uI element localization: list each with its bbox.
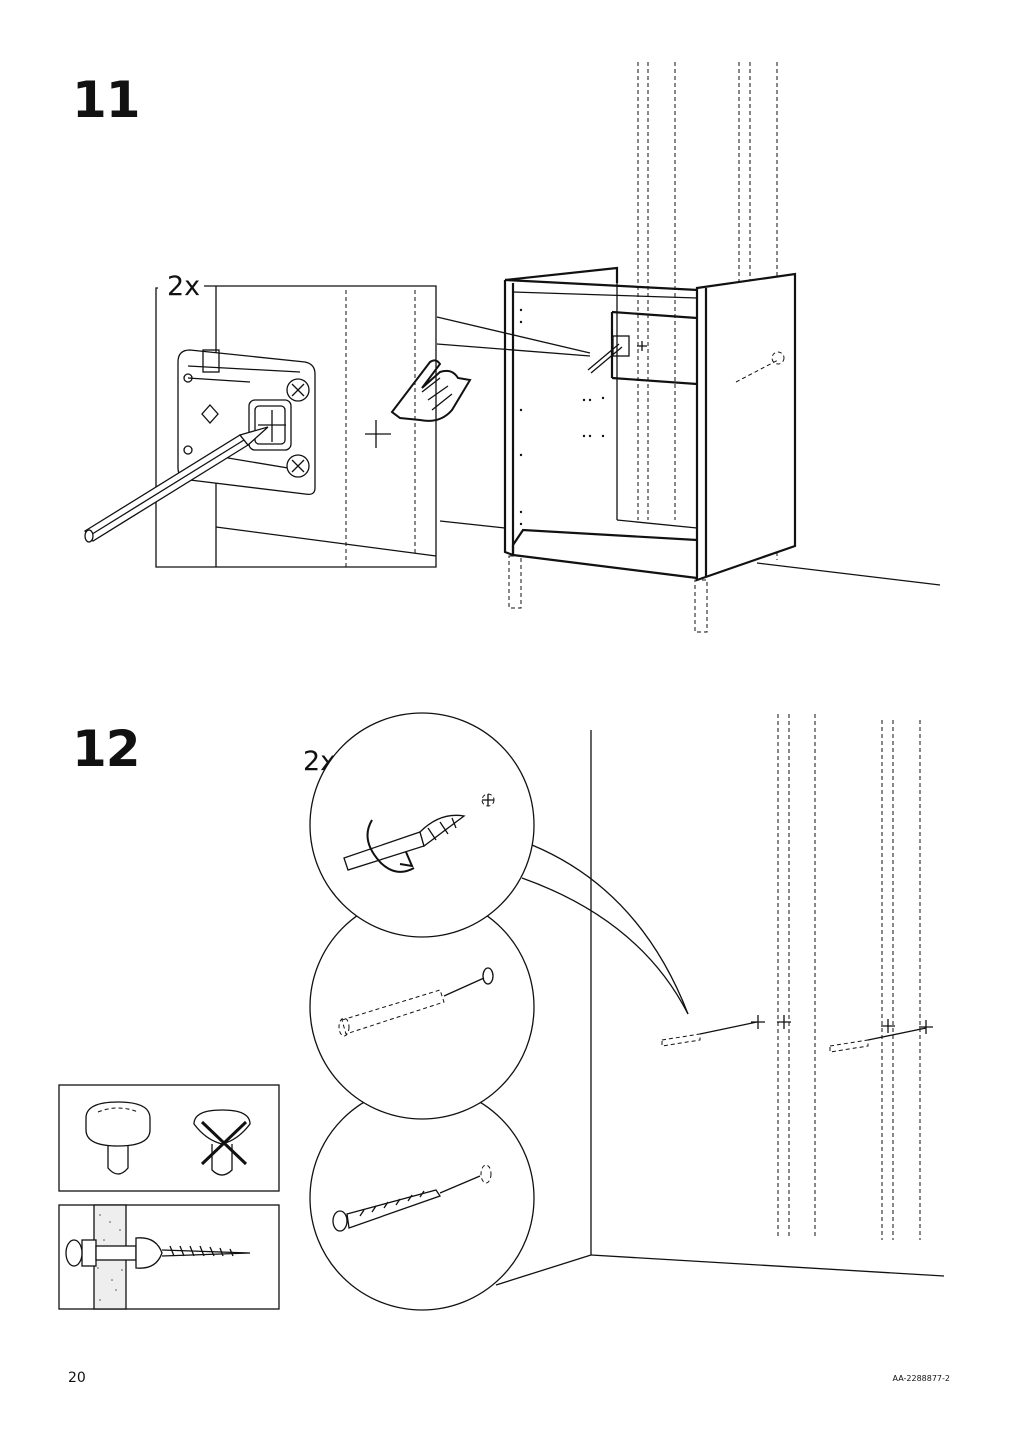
step-11-quantity: 2x (165, 271, 203, 302)
page-number: 20 (68, 1370, 86, 1386)
wall-anchor-section-icon (58, 1204, 280, 1310)
pencil-icon (84, 426, 269, 543)
shelf-holes (519, 308, 605, 526)
hand-pointing-icon (390, 359, 472, 422)
detail-zoom-box (84, 285, 437, 568)
screw-head-ok-icon (85, 1101, 151, 1175)
wall-stud-lines-12 (777, 714, 921, 1240)
wall-plug-icon (338, 967, 494, 1037)
detail-circle-drill (309, 712, 535, 938)
step-11-illustration (84, 62, 941, 633)
step-12-number: 12 (72, 720, 141, 778)
cabinet-legs (508, 555, 708, 633)
document-code: AA-2288877-2 (892, 1374, 950, 1383)
screw-icon-large (332, 1164, 492, 1232)
drill-bit-icon (343, 793, 495, 873)
screw-icon (661, 1021, 927, 1053)
screw-head-inset (58, 1084, 280, 1192)
cabinet (503, 266, 797, 633)
step-11-number: 11 (72, 71, 141, 129)
screw-head-wrong-icon (193, 1109, 251, 1176)
step-12-illustration (58, 712, 945, 1311)
wall-screw-dashed (735, 351, 785, 383)
